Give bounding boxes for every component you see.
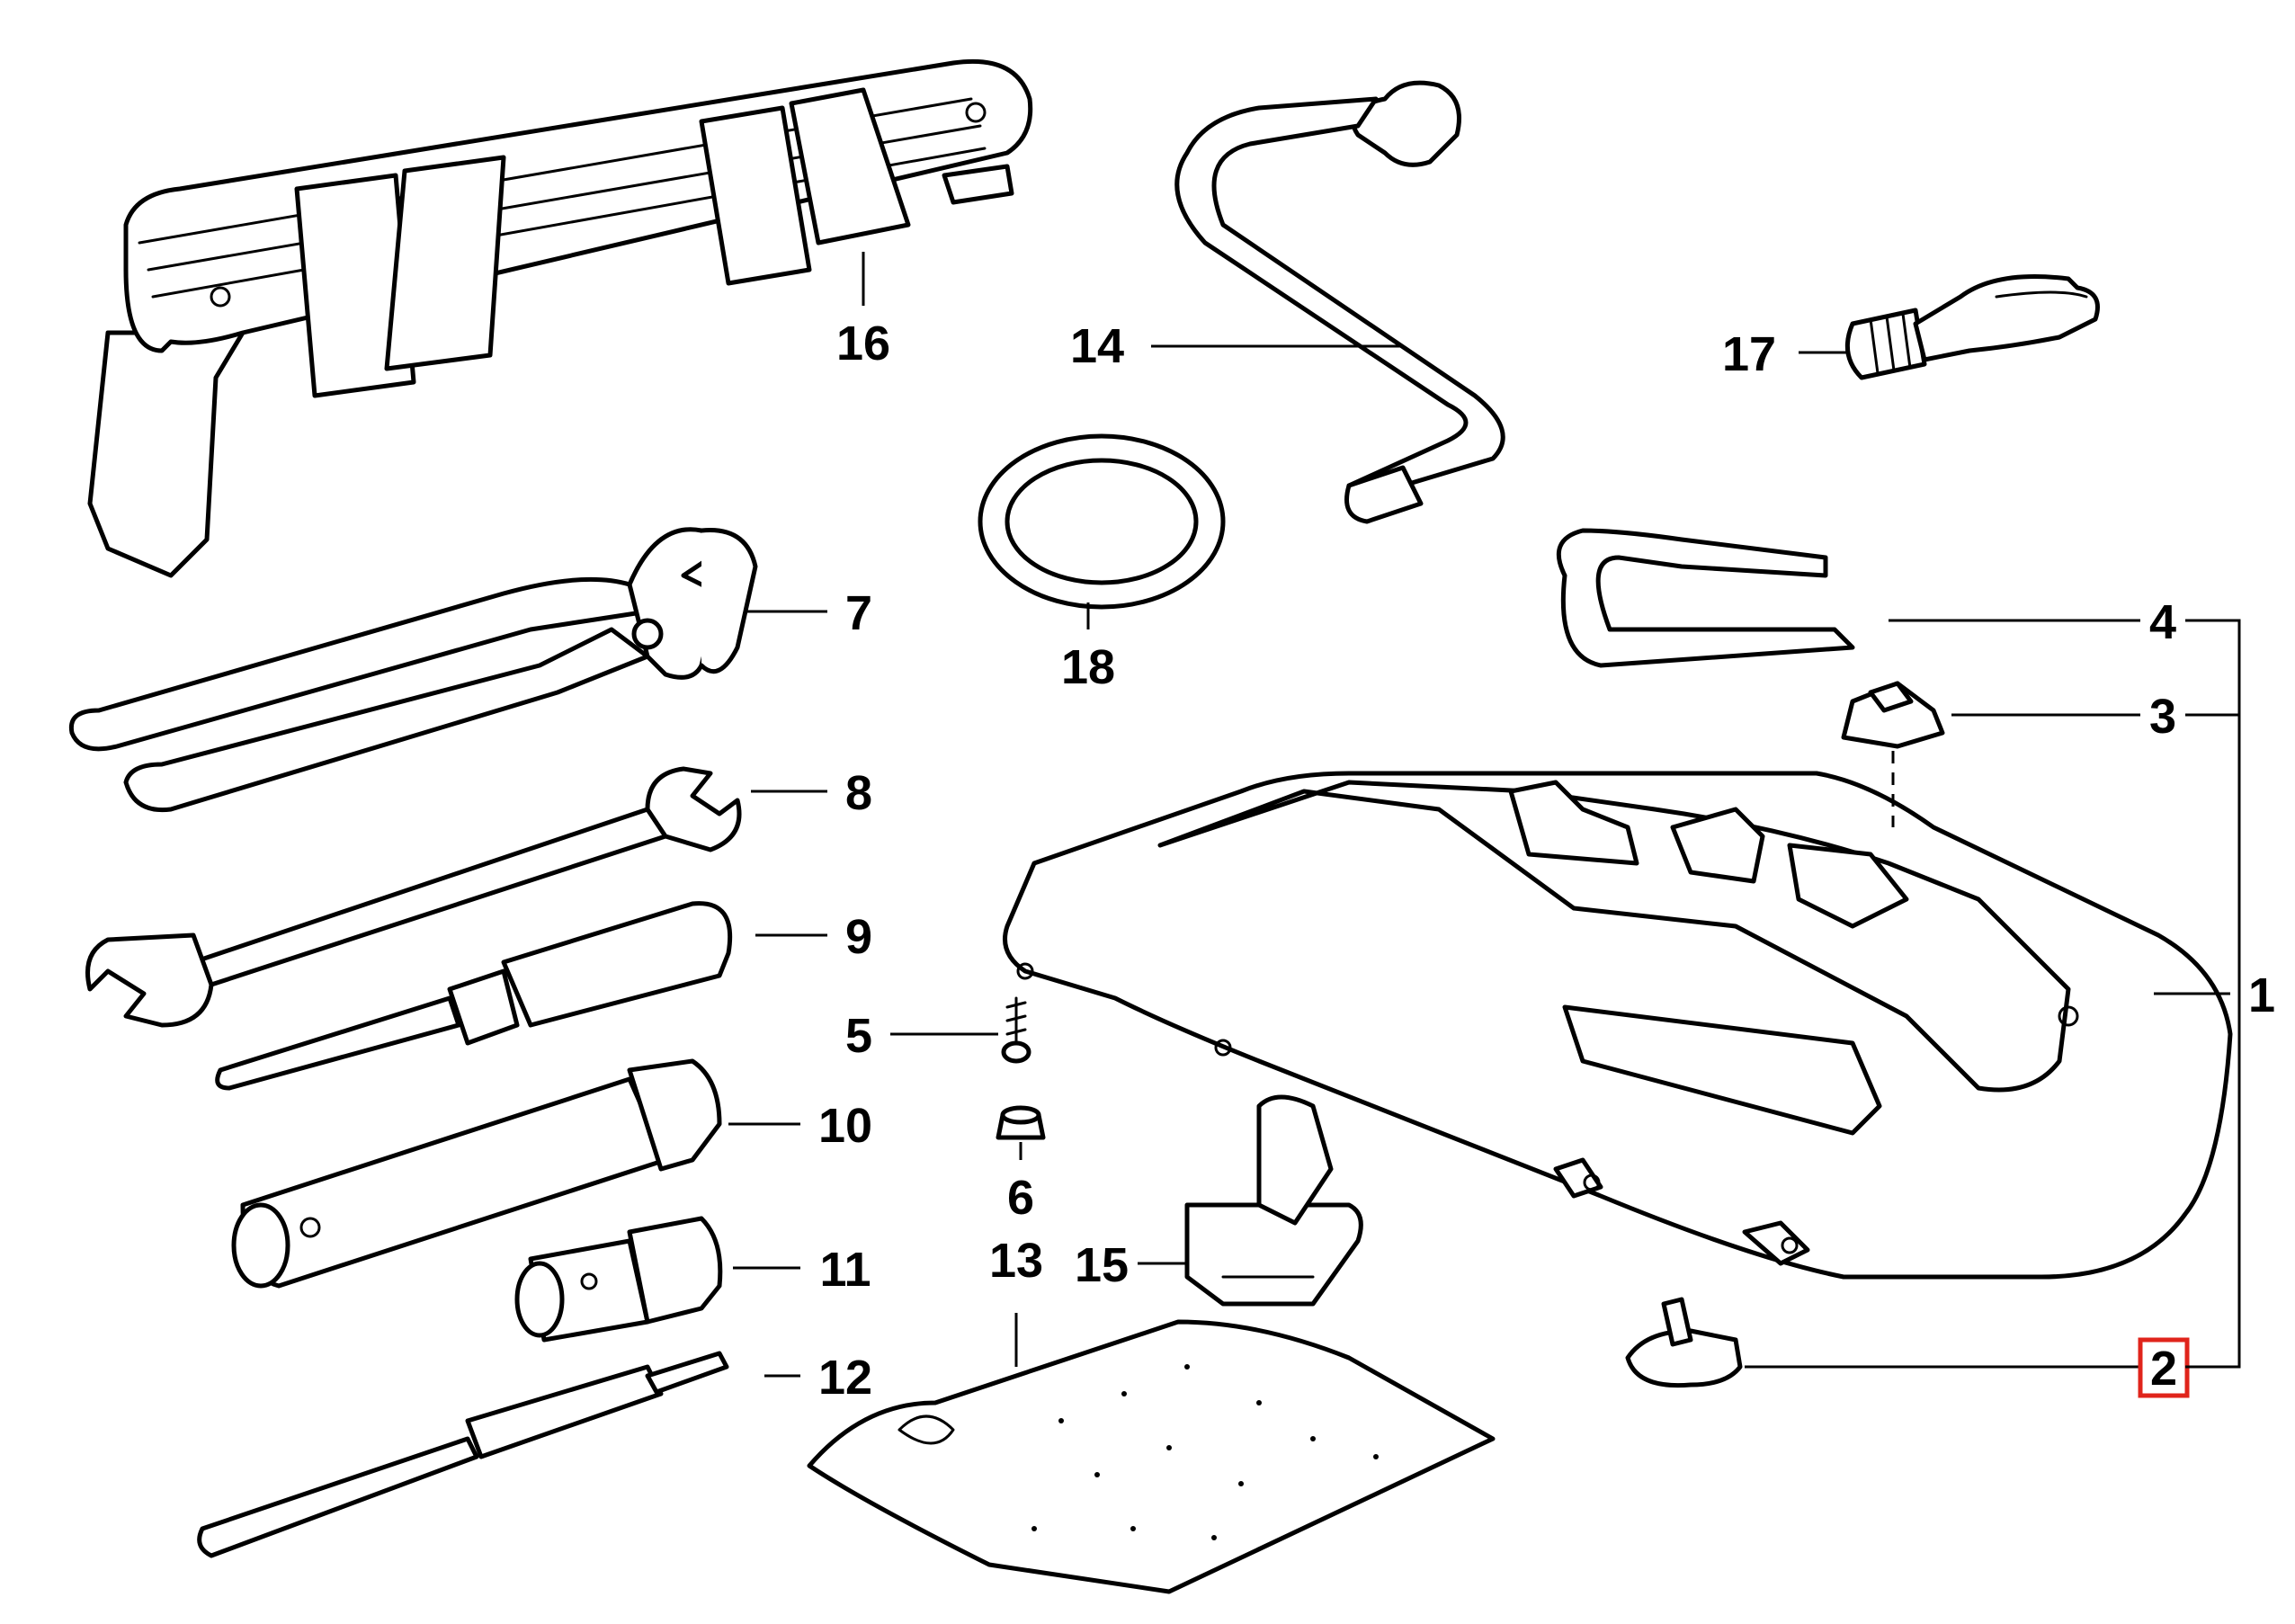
part-wheel-brace [1174, 80, 1505, 524]
callout-3: 3 [2149, 690, 2176, 744]
part-tommy-bar [197, 1351, 729, 1558]
part-fastener [1625, 1297, 1743, 1388]
part-cloth [807, 1319, 1496, 1594]
part-warning-triangle [87, 58, 1033, 578]
callout-8: 8 [845, 766, 872, 820]
callout-11: 11 [819, 1243, 871, 1297]
callout-9: 9 [845, 910, 872, 964]
callout-5: 5 [845, 1009, 872, 1063]
part-screw [1001, 996, 1031, 1064]
part-towing-eye [1844, 274, 2100, 380]
part-tool-tray [1003, 771, 2233, 1280]
callout-16: 16 [836, 317, 890, 370]
callout-1: 1 [2248, 968, 2275, 1022]
callout-4: 4 [2149, 595, 2176, 649]
part-ring [978, 433, 1226, 610]
part-socket [514, 1216, 723, 1343]
callout-12: 12 [818, 1351, 872, 1405]
callout-15: 15 [1075, 1238, 1129, 1292]
part-strap [1556, 528, 1855, 668]
callout-18: 18 [1061, 640, 1115, 694]
callout-10: 10 [818, 1099, 872, 1153]
part-pliers [68, 527, 758, 813]
part-box-spanner [231, 1058, 722, 1289]
part-nut [996, 1105, 1046, 1140]
part-wrench [85, 766, 742, 1028]
callout-17: 17 [1722, 327, 1776, 381]
group-bracket-line [2185, 619, 2241, 1369]
part-bracket [1841, 681, 1945, 749]
callout-6: 6 [1007, 1171, 1034, 1225]
part-clip [1184, 1094, 1363, 1307]
callout-7: 7 [845, 586, 872, 640]
callout-14: 14 [1070, 319, 1124, 373]
part-screwdriver [215, 901, 733, 1091]
callout-2: 2 [2150, 1342, 2177, 1396]
callout-13: 13 [989, 1234, 1043, 1288]
